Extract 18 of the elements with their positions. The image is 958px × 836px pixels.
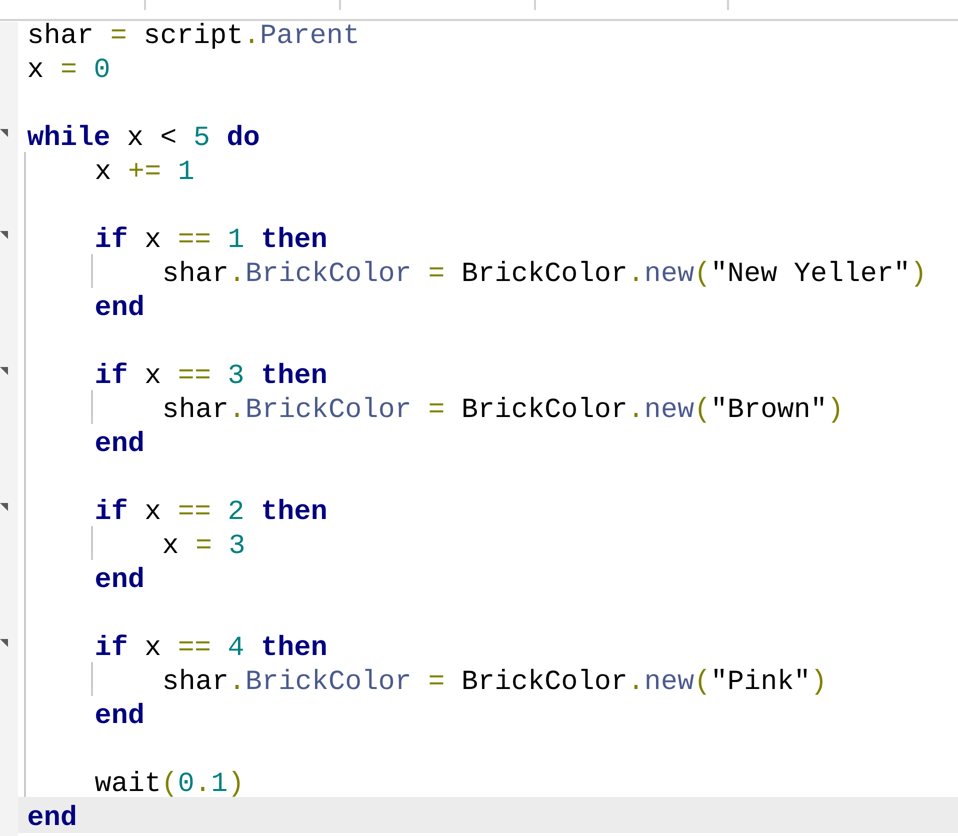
code-line: shar.BrickColor = BrickColor.new("New Yeller"): [164, 260, 922, 287]
code-line: if x == 1 then: [96, 226, 326, 248]
code-line: x = 3: [163, 534, 244, 554]
code-line: end: [28, 804, 76, 826]
code-line: if x == 2 then: [96, 498, 326, 520]
code-line: end: [96, 430, 143, 452]
code-line: shar.BrickColor = BrickColor.new("Pink"): [164, 668, 822, 695]
code-line: shar.BrickColor = BrickColor.new("Brown"): [164, 396, 840, 423]
code-line: wait(0.1): [94, 770, 240, 797]
code-line: x = 0: [28, 58, 109, 78]
code-line: end: [96, 294, 143, 316]
code-line: x += 1: [96, 160, 194, 179]
code-line: end: [96, 566, 143, 588]
code-line: while x < 5 do: [27, 124, 259, 146]
code-line: if x == 4 then: [96, 634, 326, 656]
code-line: end: [96, 702, 143, 724]
code-line: if x == 3 then: [96, 362, 326, 384]
code-line: shar = script.Parent: [29, 22, 357, 49]
